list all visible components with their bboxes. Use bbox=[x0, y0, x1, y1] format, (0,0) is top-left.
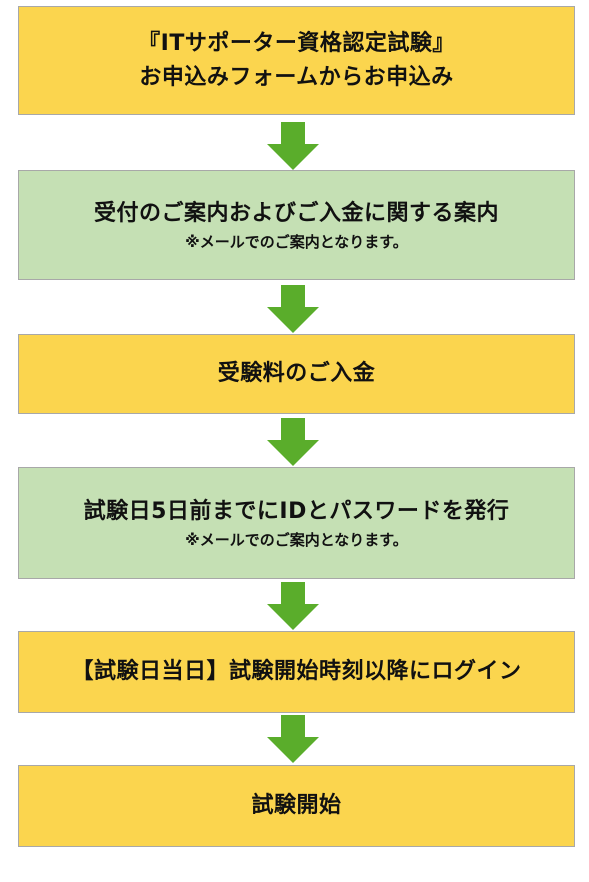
down-arrow-icon bbox=[267, 285, 319, 333]
down-arrow-icon bbox=[267, 418, 319, 466]
step-exam-start: 試験開始 bbox=[18, 765, 575, 847]
down-arrow-icon bbox=[267, 715, 319, 763]
down-arrow-icon bbox=[267, 582, 319, 630]
step-payment: 受験料のご入金 bbox=[18, 334, 575, 414]
step-credentials-note: ※メールでのご案内となります。 bbox=[185, 531, 408, 549]
step-login: 【試験日当日】試験開始時刻以降にログイン bbox=[18, 631, 575, 713]
step-reception-title: 受付のご案内およびご入金に関する案内 bbox=[93, 201, 499, 226]
down-arrow-icon bbox=[267, 122, 319, 170]
step-reception-notice: 受付のご案内およびご入金に関する案内 ※メールでのご案内となります。 bbox=[18, 170, 575, 280]
step-payment-title: 受験料のご入金 bbox=[217, 361, 376, 386]
step-exam-start-title: 試験開始 bbox=[251, 793, 342, 818]
step-apply-line2: お申込みフォームからお申込み bbox=[139, 64, 454, 90]
step-apply: 『ITサポーター資格認定試験』 お申込みフォームからお申込み bbox=[18, 6, 575, 115]
step-credentials-title: 試験日5日前までにIDとパスワードを発行 bbox=[83, 499, 510, 524]
step-login-title: 【試験日当日】試験開始時刻以降にログイン bbox=[71, 659, 522, 684]
step-apply-line1: 『ITサポーター資格認定試験』 bbox=[138, 30, 455, 56]
step-credentials: 試験日5日前までにIDとパスワードを発行 ※メールでのご案内となります。 bbox=[18, 467, 575, 579]
step-reception-note: ※メールでのご案内となります。 bbox=[185, 233, 408, 251]
